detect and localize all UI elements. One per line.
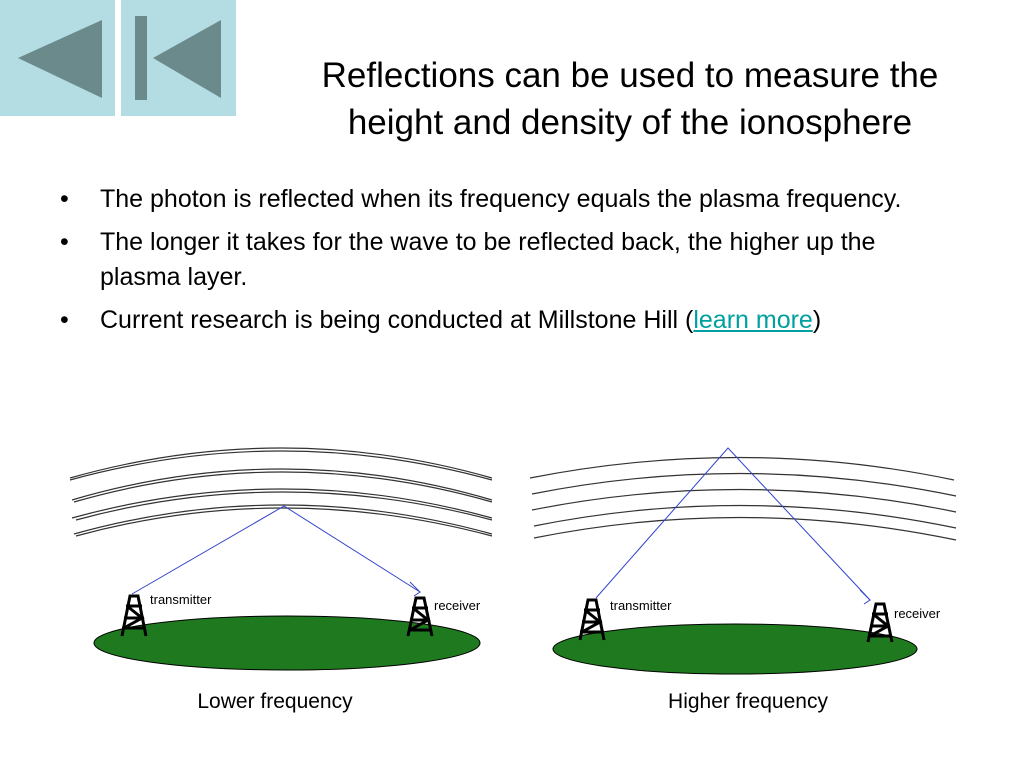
bullet-text: Current research is being conducted at M… — [100, 306, 694, 334]
bullet-item: • The photon is reflected when its frequ… — [60, 182, 960, 217]
receiver-tower-icon — [406, 596, 434, 637]
bullet-icon: • — [60, 306, 69, 334]
slide-title-line-2: height and density of the ionosphere — [347, 103, 913, 142]
reflected-ray — [131, 505, 421, 595]
ray-arrowhead — [409, 581, 421, 597]
ionosphere-layer — [71, 488, 493, 519]
ground-ellipse — [93, 615, 481, 671]
ionosphere-layer — [69, 450, 493, 481]
bullet-list: • The photon is reflected when its frequ… — [60, 182, 960, 346]
transmitter-label: transmitter — [610, 598, 672, 613]
first-slide-button[interactable] — [121, 0, 236, 116]
ionosphere-layer — [533, 516, 957, 541]
ionosphere-layer — [73, 504, 493, 535]
learn-more-link[interactable]: learn more — [693, 306, 813, 334]
ionosphere-layer — [531, 472, 957, 497]
ionosphere-layer — [69, 447, 493, 479]
ionosphere-layer — [533, 504, 957, 529]
transmitter-tower-icon — [578, 598, 606, 641]
previous-slide-button[interactable] — [0, 0, 115, 116]
ionosphere-layer — [71, 468, 493, 501]
lower-frequency-diagram: transmitter receiver — [69, 447, 493, 671]
ionosphere-layer — [73, 471, 493, 503]
transmitter-tower-icon — [120, 594, 148, 637]
receiver-label: receiver — [434, 598, 481, 613]
receiver-tower-icon — [866, 602, 894, 643]
reflected-ray — [595, 447, 871, 601]
slide-title: Reflections can be used to measure the h… — [250, 52, 1010, 146]
slide-title-line-1: Reflections can be used to measure the — [321, 56, 939, 95]
bullet-item: • The longer it takes for the wave to be… — [60, 225, 960, 295]
ionosphere-layer — [75, 491, 493, 521]
bullet-text-end: ) — [812, 306, 822, 334]
ray-arrowhead — [859, 589, 871, 605]
ionosphere-layer — [531, 488, 957, 513]
ionosphere-layer — [529, 456, 955, 481]
higher-frequency-caption: Higher frequency — [668, 690, 828, 713]
bullet-text: The longer it takes for the wave to be r… — [100, 228, 876, 291]
bullet-icon: • — [60, 228, 69, 256]
ground-ellipse — [552, 623, 918, 675]
ionosphere-layers — [529, 456, 957, 541]
skip-to-start-icon — [135, 16, 221, 100]
receiver-label: receiver — [894, 606, 941, 621]
transmitter-label: transmitter — [150, 592, 212, 607]
triangle-left-icon — [18, 20, 102, 98]
bullet-item: • Current research is being conducted at… — [60, 303, 960, 338]
ionosphere-layers — [69, 447, 493, 537]
bullet-text: The photon is reflected when its frequen… — [100, 185, 902, 213]
higher-frequency-diagram: transmitter receiver — [529, 447, 957, 675]
ionosphere-layer — [75, 507, 493, 537]
lower-frequency-caption: Lower frequency — [197, 690, 353, 713]
bullet-icon: • — [60, 185, 69, 213]
